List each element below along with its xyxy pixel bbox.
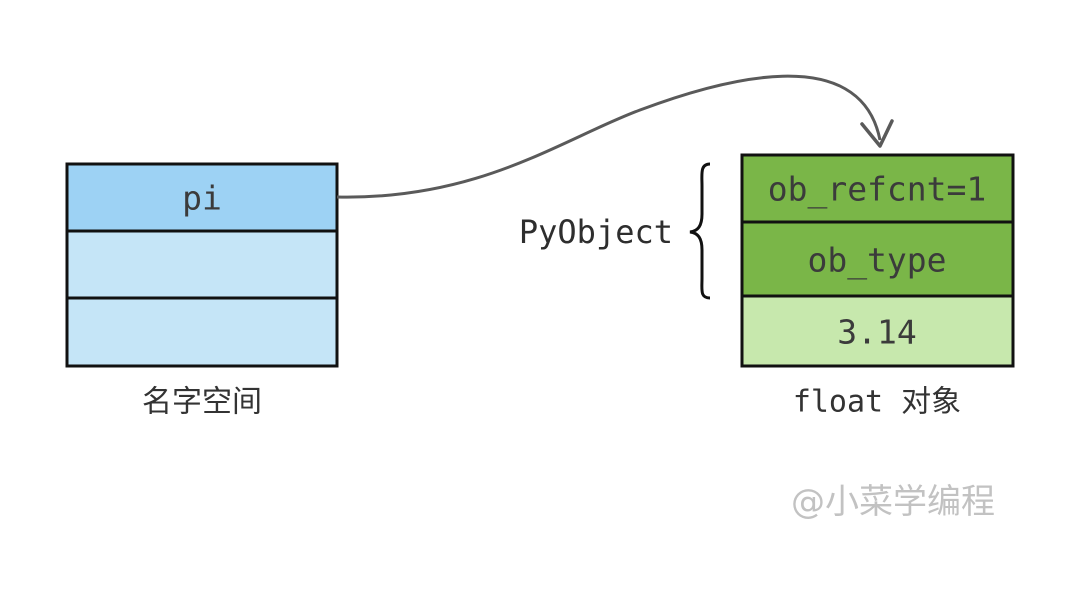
object-field-refcnt	[740, 153, 1015, 224]
pyobject-label: PyObject	[519, 213, 673, 251]
namespace-row-empty	[65, 229, 339, 300]
object-field-label: ob_type	[807, 241, 946, 281]
object-field-label: 3.14	[837, 313, 916, 352]
object-field-value	[740, 294, 1015, 368]
namespace-row-empty	[65, 296, 339, 368]
namespace-row-pi	[65, 162, 339, 233]
float-object-table: ob_refcnt=1 ob_type 3.14	[740, 153, 1015, 368]
pyobject-brace	[689, 162, 711, 300]
namespace-row-label: pi	[182, 179, 222, 218]
namespace-table: pi	[65, 162, 339, 368]
reference-arrow	[336, 74, 882, 199]
object-field-label: ob_refcnt=1	[768, 170, 987, 210]
float-object-caption: float 对象	[793, 385, 961, 420]
object-field-type	[740, 220, 1015, 298]
watermark-text: @小菜学编程	[791, 482, 995, 522]
namespace-caption: 名字空间	[142, 385, 262, 420]
arrow-head	[860, 119, 894, 148]
